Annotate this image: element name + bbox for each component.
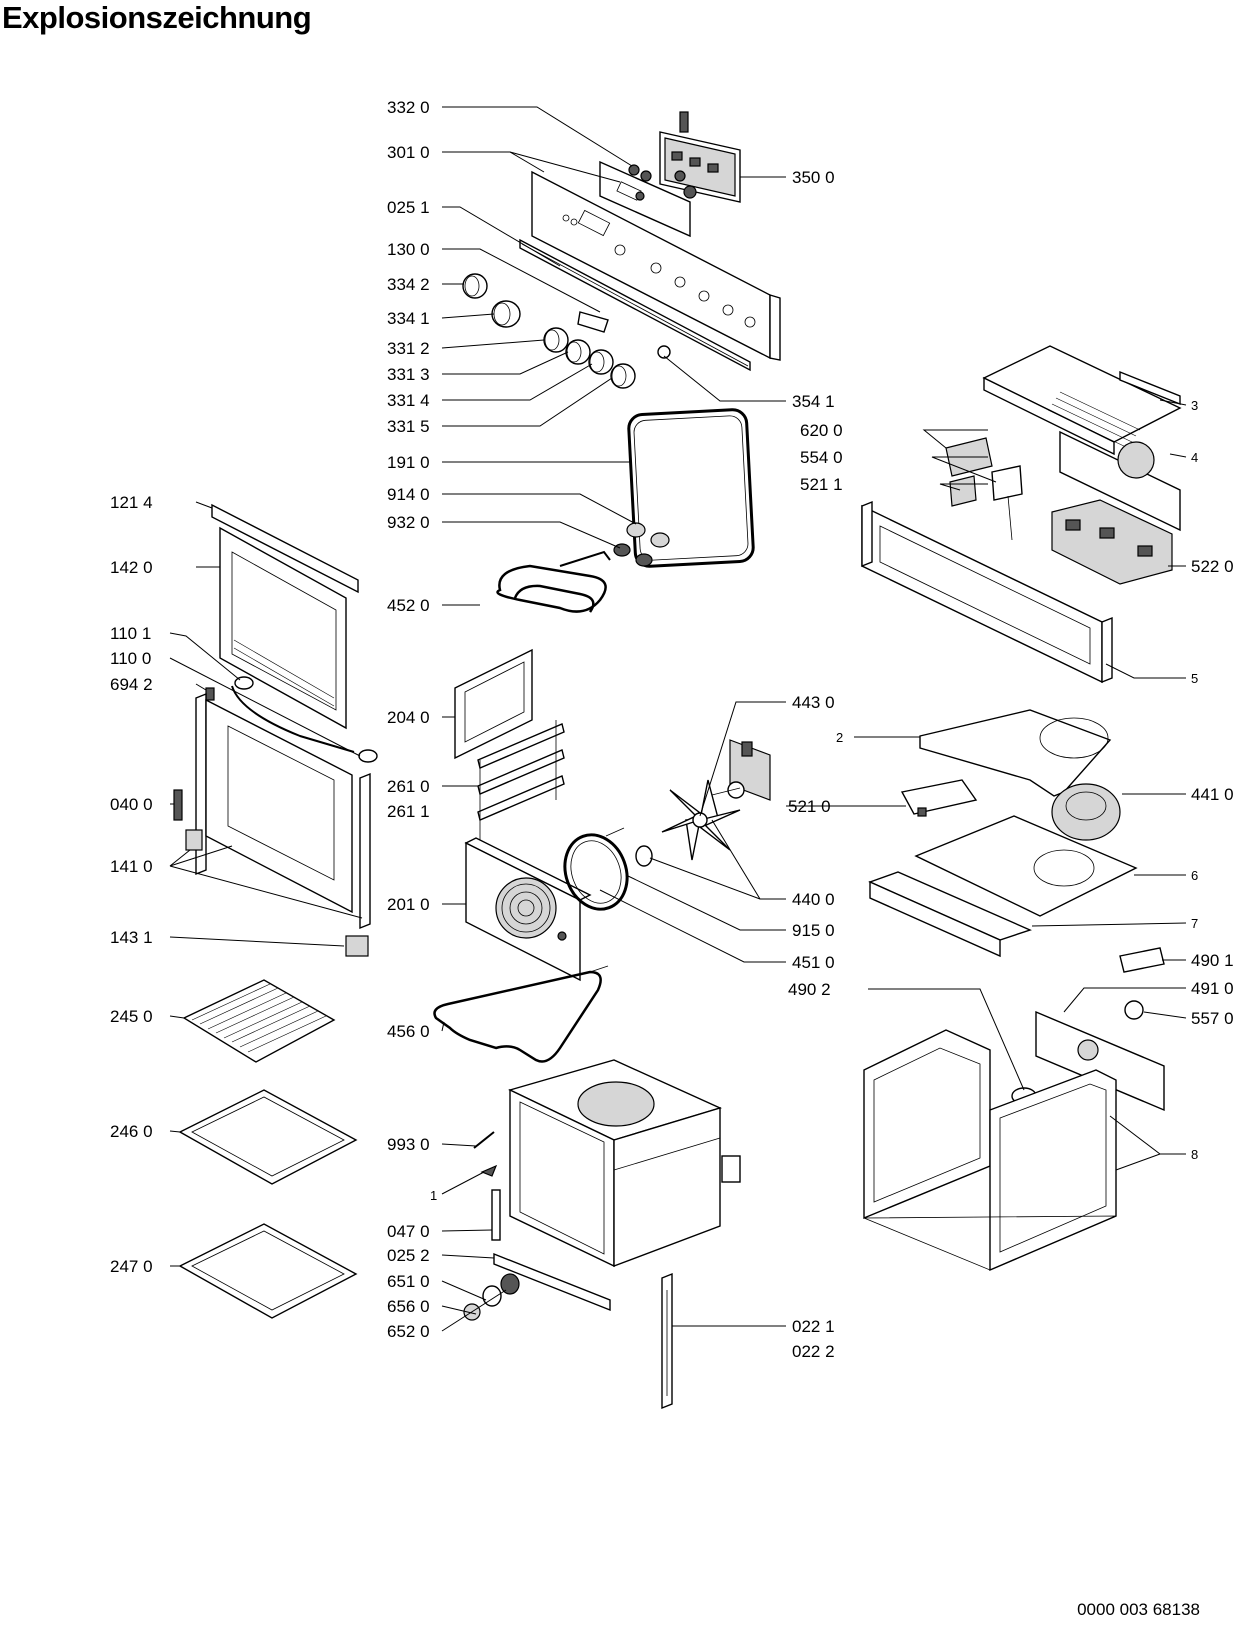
- label-261-0: 261 0: [387, 777, 430, 796]
- label-451-0: 451 0: [792, 953, 835, 972]
- label-452-0: 452 0: [387, 596, 430, 615]
- label-334-1: 334 1: [387, 309, 430, 328]
- door-assembly-drawing: [173, 503, 378, 957]
- label-440-0: 440 0: [792, 890, 835, 909]
- control-unit-drawing: [1051, 499, 1173, 585]
- label-521-1: 521 1: [800, 475, 843, 494]
- label-7: 7: [1191, 916, 1198, 931]
- label-022-1: 022 1: [792, 1317, 835, 1336]
- label-656-0: 656 0: [387, 1297, 430, 1316]
- oven-trays-drawing: [178, 979, 358, 1319]
- safety-switch-drawing: [900, 779, 978, 817]
- label-121-4: 121 4: [110, 493, 153, 512]
- label-620-0: 620 0: [800, 421, 843, 440]
- label-191-0: 191 0: [387, 453, 430, 472]
- air-duct-drawing: [919, 709, 1121, 841]
- label-6: 6: [1191, 868, 1198, 883]
- label-441-0: 441 0: [1191, 785, 1234, 804]
- base-plate-drawing: [868, 815, 1138, 958]
- label-331-3: 331 3: [387, 365, 430, 384]
- front-frame-drawing: [861, 500, 1113, 684]
- label-456-0: 456 0: [387, 1022, 430, 1041]
- top-cover-drawing: [982, 345, 1182, 532]
- label-5: 5: [1191, 671, 1198, 686]
- label-246-0: 246 0: [110, 1122, 153, 1141]
- label-914-0: 914 0: [387, 485, 430, 504]
- label-443-0: 443 0: [792, 693, 835, 712]
- fan-motor-drawing: [635, 739, 771, 867]
- fan-cover-drawing: [464, 837, 592, 982]
- label-040-0: 040 0: [110, 795, 153, 814]
- part-labels: 332 0 301 0 025 1 130 0 334 2 334 1 331 …: [110, 98, 1234, 1361]
- label-331-4: 331 4: [387, 391, 430, 410]
- small-parts-drawing: [463, 1131, 611, 1321]
- rear-plate-drawing: [454, 648, 533, 760]
- label-652-0: 652 0: [387, 1322, 430, 1341]
- label-2: 2: [836, 730, 843, 745]
- label-331-2: 331 2: [387, 339, 430, 358]
- label-522-0: 522 0: [1191, 557, 1234, 576]
- label-332-0: 332 0: [387, 98, 430, 117]
- label-047-0: 047 0: [387, 1222, 430, 1241]
- label-245-0: 245 0: [110, 1007, 153, 1026]
- label-490-2: 490 2: [788, 980, 831, 999]
- label-993-0: 993 0: [387, 1135, 430, 1154]
- label-331-5: 331 5: [387, 417, 430, 436]
- leader-lines: [169, 106, 1187, 1332]
- label-110-1: 110 1: [110, 624, 151, 643]
- door-seal-drawing: [627, 408, 755, 568]
- label-350-0: 350 0: [792, 168, 835, 187]
- top-heating-element-drawing: [496, 522, 670, 613]
- label-142-0: 142 0: [110, 558, 153, 577]
- document-number: 0000 003 68138: [1077, 1600, 1200, 1619]
- label-110-0: 110 0: [110, 649, 151, 668]
- label-694-2: 694 2: [110, 675, 153, 694]
- label-8: 8: [1191, 1147, 1198, 1162]
- oven-cavity-drawing: [508, 1059, 741, 1268]
- side-bracket-drawing: [661, 1272, 673, 1410]
- label-354-1: 354 1: [792, 392, 835, 411]
- label-141-0: 141 0: [110, 857, 153, 876]
- label-301-0: 301 0: [387, 143, 430, 162]
- label-915-0: 915 0: [792, 921, 835, 940]
- label-130-0: 130 0: [387, 240, 430, 259]
- label-201-0: 201 0: [387, 895, 430, 914]
- ring-element-drawing: [563, 827, 629, 911]
- label-521-0: 521 0: [788, 797, 831, 816]
- label-261-1: 261 1: [387, 802, 430, 821]
- fascia-panel-drawing: [531, 160, 781, 361]
- label-651-0: 651 0: [387, 1272, 430, 1291]
- label-334-2: 334 2: [387, 275, 430, 294]
- label-025-2: 025 2: [387, 1246, 430, 1265]
- label-143-1: 143 1: [110, 928, 153, 947]
- bottom-heating-element-drawing: [433, 965, 609, 1063]
- shelf-rails-drawing: [477, 720, 565, 840]
- label-554-0: 554 0: [800, 448, 843, 467]
- knobs-drawing: [462, 273, 671, 389]
- trim-strip-upper-drawing: [519, 238, 751, 372]
- label-490-1: 490 1: [1191, 951, 1234, 970]
- label-932-0: 932 0: [387, 513, 430, 532]
- label-025-1: 025 1: [387, 198, 430, 217]
- control-board-drawing: [659, 111, 741, 203]
- label-204-0: 204 0: [387, 708, 430, 727]
- casing-drawing: [863, 947, 1165, 1272]
- label-491-0: 491 0: [1191, 979, 1234, 998]
- label-4: 4: [1191, 450, 1198, 465]
- label-557-0: 557 0: [1191, 1009, 1234, 1028]
- label-3: 3: [1191, 398, 1198, 413]
- page-title: Explosionszeichnung: [2, 0, 312, 35]
- label-022-2: 022 2: [792, 1342, 835, 1361]
- label-1: 1: [430, 1188, 437, 1203]
- label-247-0: 247 0: [110, 1257, 153, 1276]
